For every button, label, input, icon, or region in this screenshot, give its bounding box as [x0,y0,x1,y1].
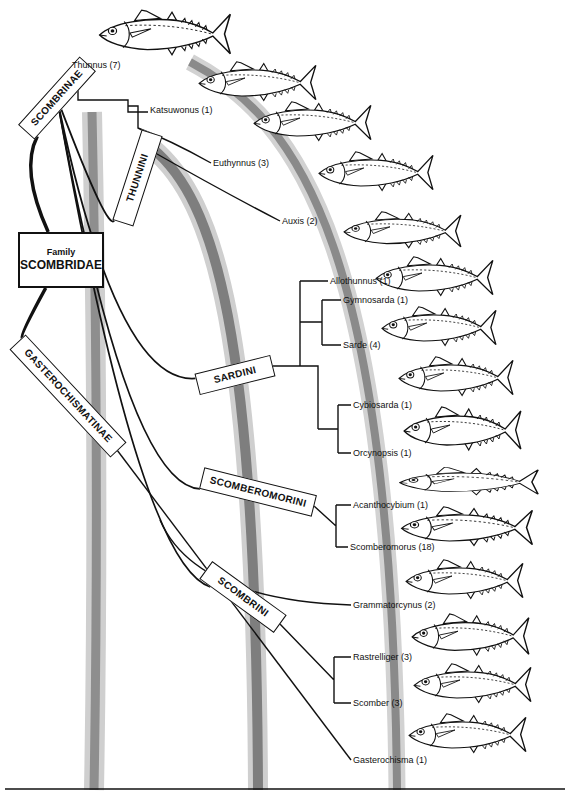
gray-band [92,112,96,790]
genus-label: Gymnosarda (1) [343,295,408,305]
genus-label: Orcynopsis (1) [353,448,412,458]
fish-illustration [254,102,371,141]
genus-label: Auxis (2) [282,216,318,226]
genus-label: Scomber (3) [353,698,403,708]
tree-branch [22,288,46,338]
node-heading: Family [47,247,76,258]
tree-branch [31,136,48,232]
genus-label: Sarde (4) [343,340,381,350]
genus-label: Grammatorcynus (2) [353,600,436,610]
node-label: SCOMBRIDAE [20,258,102,273]
bottom-rule [5,788,565,790]
fish-illustration [404,407,521,450]
fish-illustrations [100,10,538,752]
node-label: THUNNINI [124,152,151,203]
fish-illustration [414,664,531,703]
fish-illustration [199,62,316,101]
fish-illustration [400,467,538,495]
fish-illustration [376,257,493,296]
node-label: SCOMBRINAE [29,67,86,128]
fish-illustration [406,560,523,599]
gray-band [92,112,96,790]
genus-label: Thunnus (7) [72,60,121,70]
scomberomorini-branches [314,505,351,547]
genus-label: Cybiosarda (1) [353,400,412,410]
fish-illustration [319,152,433,191]
tribe-box: THUNNINI [112,129,162,226]
genus-label: Euthynnus (3) [213,158,269,168]
genus-label: Acanthocybium (1) [353,500,428,510]
tree-branch [59,112,210,587]
genus-label: Gasterochisma (1) [353,755,427,765]
genus-label: Scomberomorus (18) [350,542,435,552]
genus-label: Allothunnus (1) [330,276,391,286]
leader-lines [78,71,351,760]
family-box: FamilySCOMBRIDAE [18,232,104,288]
sardini-branches [273,281,351,453]
node-label: SARDINI [213,364,258,386]
scombrini-branches [279,623,351,703]
fish-illustration [100,10,231,55]
fish-illustration [382,307,496,346]
fish-illustration [402,507,533,546]
fish-illustration [344,212,461,248]
genus-label: Rastrelliger (3) [353,652,412,662]
genus-label: Katsuwonus (1) [150,105,213,115]
fish-illustration [409,714,526,753]
fish-illustration [399,357,513,396]
fish-illustration [412,614,529,655]
